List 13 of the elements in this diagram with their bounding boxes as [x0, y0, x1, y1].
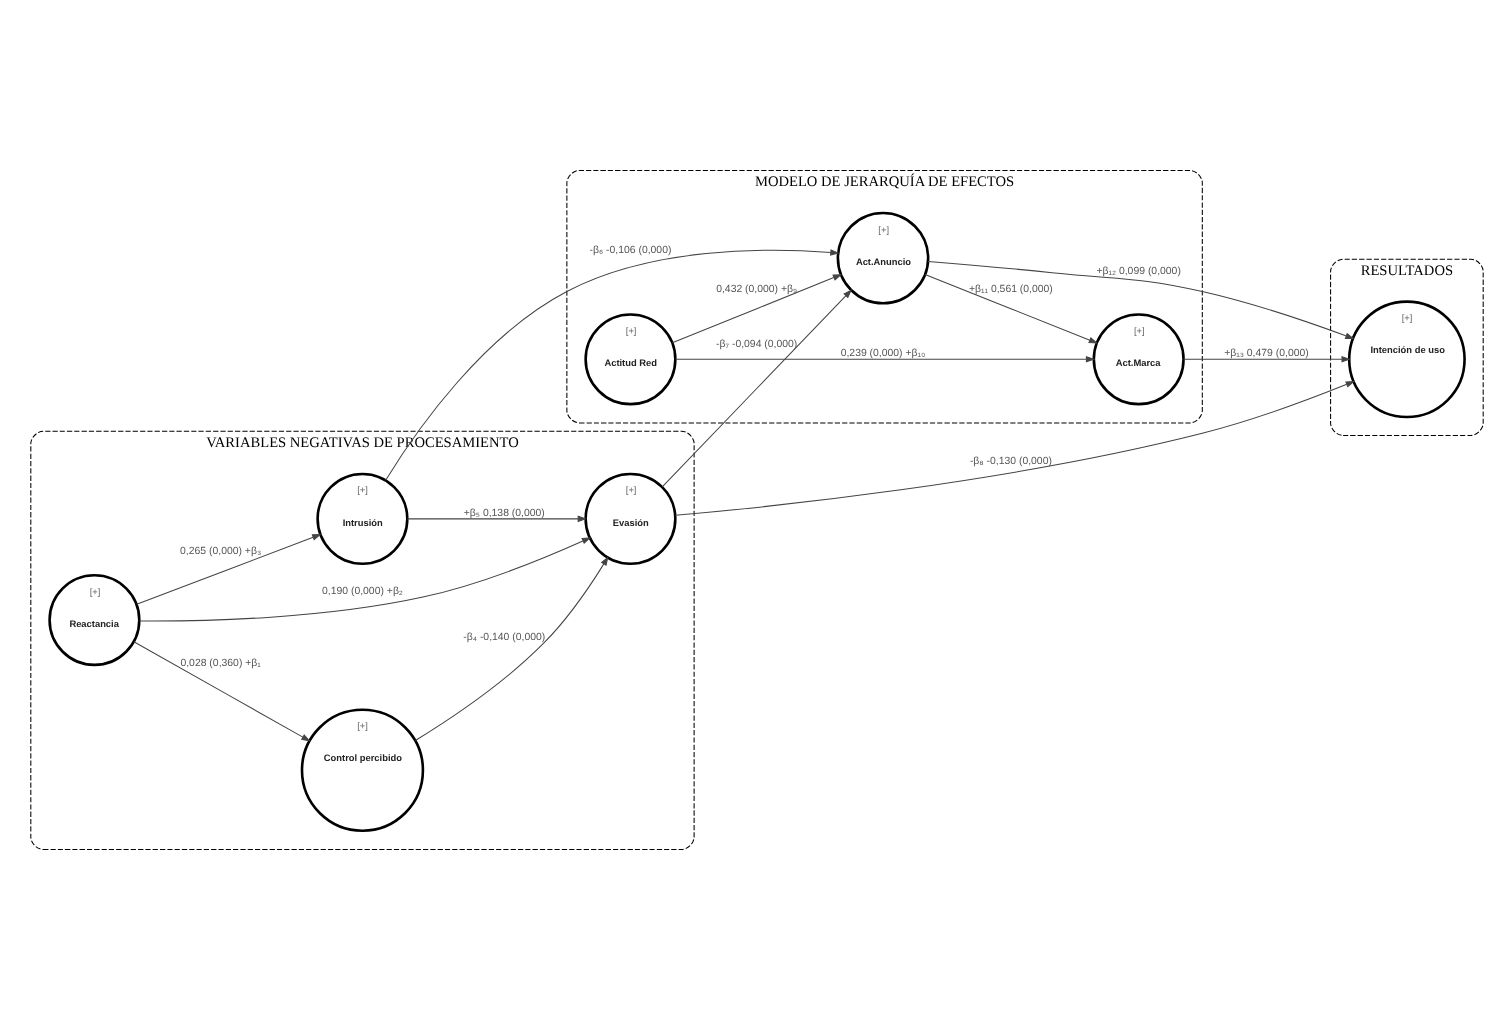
arrow: [1182, 356, 1350, 363]
arrow: [413, 556, 608, 742]
arrow: [673, 381, 1355, 516]
arrow: [132, 641, 310, 742]
arrow: [384, 249, 839, 481]
arrow: [660, 289, 852, 488]
arrow: [923, 273, 1098, 344]
arrow: [670, 274, 842, 344]
arrow: [137, 537, 591, 622]
arrow: [135, 534, 321, 605]
arrow: [405, 515, 587, 523]
arrow: [926, 260, 1354, 340]
arrow: [674, 356, 1095, 363]
